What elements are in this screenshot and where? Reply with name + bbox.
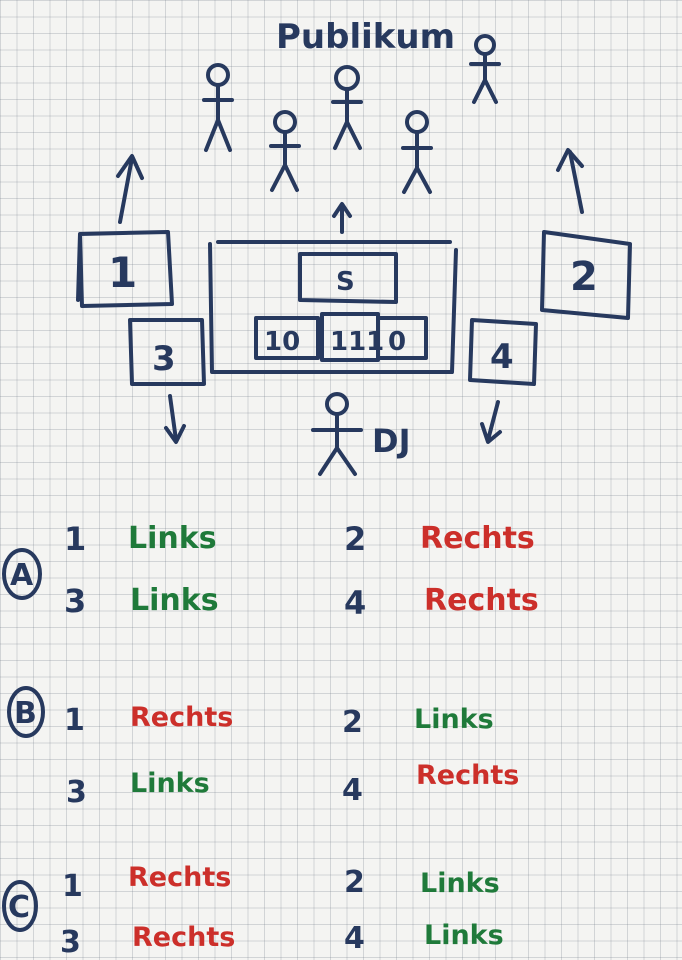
audience-label: Publikum — [276, 17, 455, 57]
audience-person-2 — [269, 110, 301, 192]
speaker-4-box — [468, 318, 538, 386]
variant-a-row1-left-dir: Links — [128, 521, 217, 556]
arrow-speaker-3 — [164, 394, 186, 444]
variant-b-row2-right-dir: Rechts — [416, 760, 519, 791]
mixer-left — [254, 316, 320, 360]
mixer-right — [376, 316, 428, 360]
audience-person-4 — [401, 110, 433, 194]
variant-b-row2-left-dir: Links — [130, 768, 210, 799]
mixer-left-label: 10 — [264, 327, 300, 357]
variant-c-row1-right-dir: Links — [420, 868, 500, 899]
mixer-center-label: 111 — [330, 327, 384, 357]
variant-c-row2-left-num: 3 — [60, 925, 81, 960]
variant-c-circle — [2, 880, 38, 932]
variant-a-letter: A — [10, 558, 34, 593]
variant-b-row1-left-dir: Rechts — [130, 702, 233, 733]
audience-person-1 — [202, 63, 234, 152]
arrow-speaker-1 — [116, 154, 144, 224]
variant-a-row2-right-num: 4 — [344, 584, 366, 622]
variant-a-row1-left-num: 1 — [64, 520, 86, 558]
variant-a-row2-left-dir: Links — [130, 583, 219, 618]
variant-b-row1-right-num: 2 — [342, 705, 363, 740]
variant-c-row1-right-num: 2 — [344, 865, 365, 900]
speaker-3-label: 3 — [152, 339, 176, 379]
variant-b-row2-left-num: 3 — [66, 775, 87, 810]
variant-b-row1-right-dir: Links — [414, 704, 494, 735]
stage-box-s — [298, 252, 398, 304]
variant-a-row2-right-dir: Rechts — [424, 583, 539, 618]
arrow-stage — [332, 202, 352, 234]
variant-a-row2-left-num: 3 — [64, 582, 86, 620]
mixer-right-label: 0 — [388, 327, 406, 357]
variant-b-circle — [7, 686, 45, 738]
variant-c-row2-left-dir: Rechts — [132, 922, 235, 953]
audience-person-3 — [331, 65, 363, 150]
variant-b-row2-right-num: 4 — [342, 773, 363, 808]
speaker-2-box — [540, 230, 632, 320]
dj-booth — [208, 240, 458, 374]
variant-c-row1-left-num: 1 — [62, 869, 83, 904]
audience-person-5 — [469, 34, 501, 104]
stage-box-label: S — [336, 267, 355, 297]
variant-c-row2-right-num: 4 — [344, 921, 365, 956]
variant-b-letter: B — [14, 696, 37, 731]
variant-c-row1-left-dir: Rechts — [128, 862, 231, 893]
speaker-2-label: 2 — [570, 254, 598, 300]
arrow-speaker-4 — [480, 400, 502, 444]
speaker-4-label: 4 — [490, 337, 514, 377]
variant-a-circle — [2, 548, 42, 600]
dj-label: DJ — [372, 422, 410, 460]
variant-c-row2-right-dir: Links — [424, 920, 504, 951]
speaker-1-box — [76, 230, 174, 308]
speaker-3-box — [128, 318, 206, 386]
variant-a-row1-right-num: 2 — [344, 520, 366, 558]
dj-person — [311, 392, 363, 476]
variant-a-row1-right-dir: Rechts — [420, 521, 535, 556]
variant-c-letter: C — [8, 890, 30, 925]
arrow-speaker-2 — [556, 148, 584, 214]
variant-b-row1-left-num: 1 — [64, 703, 85, 738]
speaker-1-label: 1 — [108, 248, 137, 297]
